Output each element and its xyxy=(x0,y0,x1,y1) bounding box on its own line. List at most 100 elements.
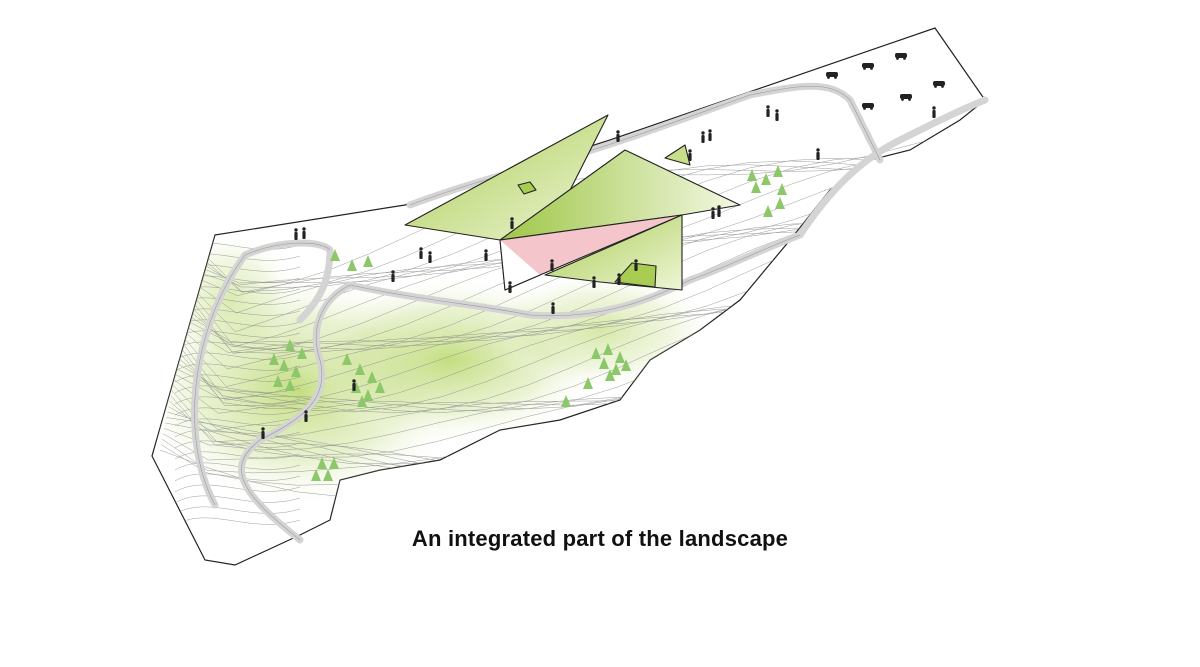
car-icon xyxy=(900,94,912,101)
person-head xyxy=(352,379,356,383)
roof-light xyxy=(517,181,537,195)
person-body xyxy=(419,251,423,259)
contour-line xyxy=(174,473,301,482)
contour-line xyxy=(174,352,301,361)
tree-icon xyxy=(561,395,571,407)
person-body xyxy=(508,285,512,293)
person-head xyxy=(708,129,712,133)
car-icon xyxy=(862,63,874,70)
tree-icon xyxy=(603,343,613,355)
tree-icon xyxy=(761,173,771,185)
person-head xyxy=(717,205,721,209)
car-wheel xyxy=(870,67,873,70)
car-icon xyxy=(862,103,874,110)
tree-icon xyxy=(605,369,615,381)
car-wheel xyxy=(827,76,830,79)
person-icon xyxy=(391,270,395,282)
car-wheel xyxy=(896,57,899,60)
car-wheel xyxy=(834,76,837,79)
car-wheel xyxy=(903,57,906,60)
person-icon xyxy=(708,129,712,141)
person-body xyxy=(766,109,770,117)
tree-icon xyxy=(773,165,783,177)
person-body xyxy=(711,211,715,219)
tree-icon xyxy=(357,395,367,407)
tree-icon xyxy=(591,347,601,359)
tree-icon xyxy=(583,377,593,389)
person-head xyxy=(391,270,395,274)
person-body xyxy=(484,253,488,261)
person-body xyxy=(816,152,820,160)
person-icon xyxy=(294,228,298,240)
tree-icon xyxy=(611,363,621,375)
tree-icon xyxy=(599,357,609,369)
person-head xyxy=(294,228,298,232)
person-icon xyxy=(617,273,621,285)
tree-icon xyxy=(269,353,279,365)
parked-cars xyxy=(826,53,945,110)
diagram-caption: An integrated part of the landscape xyxy=(411,526,789,551)
contour-line xyxy=(174,495,301,504)
person-icon xyxy=(616,130,620,142)
contour-line xyxy=(174,429,301,438)
person-body xyxy=(302,231,306,239)
person-icon xyxy=(711,207,715,219)
person-head xyxy=(711,207,715,211)
building xyxy=(404,114,741,291)
person-icon xyxy=(508,281,512,293)
person-head xyxy=(484,249,488,253)
building-wall xyxy=(499,239,541,291)
person-head xyxy=(688,149,692,153)
tree-icon xyxy=(317,457,327,469)
person-icon xyxy=(634,259,638,271)
person-head xyxy=(428,251,432,255)
car-icon xyxy=(895,53,907,60)
tree-icon xyxy=(355,363,365,375)
trees xyxy=(269,165,787,481)
tree-icon xyxy=(311,469,321,481)
person-icon xyxy=(717,205,721,217)
person-body xyxy=(617,277,621,285)
contour-line xyxy=(174,440,301,449)
person-icon xyxy=(766,105,770,117)
person-head xyxy=(550,259,554,263)
person-body xyxy=(592,280,596,288)
tree-icon xyxy=(347,259,357,271)
person-head xyxy=(617,273,621,277)
person-head xyxy=(510,217,514,221)
car-wheel xyxy=(863,67,866,70)
person-body xyxy=(688,153,692,161)
person-icon xyxy=(688,149,692,161)
tree-icon xyxy=(367,371,377,383)
tree-icon xyxy=(363,255,373,267)
tree-icon xyxy=(323,469,333,481)
person-head xyxy=(551,302,555,306)
car-wheel xyxy=(870,107,873,110)
person-icon xyxy=(484,249,488,261)
person-body xyxy=(352,383,356,391)
car-body xyxy=(862,63,874,68)
tree-icon xyxy=(615,351,625,363)
car-body xyxy=(933,81,945,86)
person-body xyxy=(294,232,298,240)
tree-icon xyxy=(279,359,289,371)
person-icon xyxy=(592,276,596,288)
contour-line xyxy=(174,341,301,350)
car-icon xyxy=(933,81,945,88)
person-head xyxy=(775,109,779,113)
person-icon xyxy=(261,427,265,439)
person-head xyxy=(701,131,705,135)
person-body xyxy=(717,209,721,217)
tree-icon xyxy=(375,381,385,393)
person-icon xyxy=(510,217,514,229)
tree-icon xyxy=(751,181,761,193)
person-icon xyxy=(352,379,356,391)
person-icon xyxy=(816,148,820,160)
person-head xyxy=(508,281,512,285)
person-icon xyxy=(932,106,936,118)
person-icon xyxy=(419,247,423,259)
person-head xyxy=(932,106,936,110)
person-icon xyxy=(550,259,554,271)
tree-icon xyxy=(621,359,631,371)
person-body xyxy=(932,110,936,118)
